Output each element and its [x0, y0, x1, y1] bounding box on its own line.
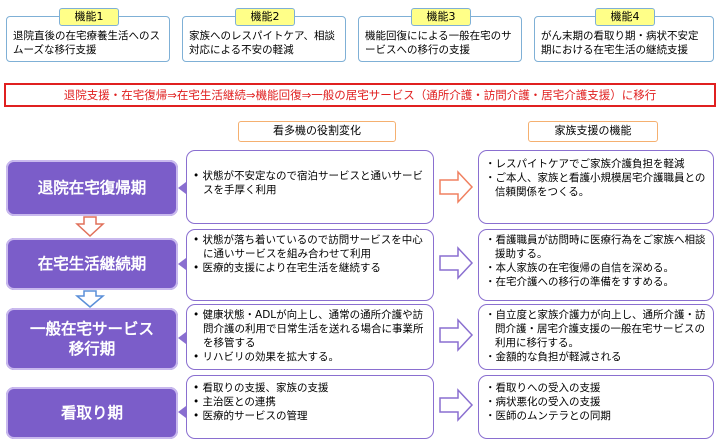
role-item: 健康状態・ADLが向上し、通常の通所介護や訪問介護の利用で日常生活を送れる場合に… — [193, 308, 427, 350]
family-item: 看取りへの受入の支援 — [485, 381, 707, 395]
family-box-4: 看取りへの受入の支援 病状悪化の受入の支援 医師のムンテラとの同期 — [478, 375, 714, 439]
family-item: 医師のムンテラとの同期 — [485, 409, 707, 423]
phase-title-4: 看取り期 — [6, 387, 178, 439]
phase-title-3: 一般在宅サービス移行期 — [6, 308, 178, 370]
column-head-family: 家族支援の機能 — [528, 121, 658, 142]
family-box-2: 看護職員が訪問時に医療行為をご家族へ相談援助する。 本人家族の在宅復帰の自信を深… — [478, 229, 714, 301]
role-item: 状態が不安定なので宿泊サービスと通いサービスを手厚く利用 — [193, 169, 427, 197]
family-item: 金額的な負担が軽減される — [485, 350, 707, 364]
right-arrow-icon — [439, 318, 474, 352]
role-box-2: 状態が落ち着いているので訪問サービスを中心に通いサービスを組み合わせて利用 医療… — [186, 229, 434, 301]
function-tab-3: 機能3 — [411, 8, 471, 26]
role-item: リハビリの効果を拡大する。 — [193, 350, 427, 364]
right-arrow-icon — [439, 246, 474, 280]
function-text-4: がん末期の看取り期・病状不安定期における在宅生活の継続支援 — [541, 30, 699, 56]
connector-arrow-icon — [178, 182, 186, 194]
family-item: 自立度と家族介護力が向上し、通所介護・訪問介護・居宅介護支援の一般在宅サービスの… — [485, 308, 707, 350]
function-text-3: 機能回復にによる一般在宅のサービスへの移行の支援 — [365, 30, 512, 56]
family-box-1: レスパイトケアでご家族介護負担を軽減 ご本人、家族と看護小規模居宅介護職員との信… — [478, 150, 714, 224]
flow-banner: 退院支援・在宅復帰⇒在宅生活継続⇒機能回復⇒一般の居宅サービス（通所介護・訪問介… — [4, 83, 716, 107]
connector-arrow-icon — [178, 406, 186, 418]
function-tab-1: 機能1 — [59, 8, 119, 26]
connector-arrow-icon — [178, 258, 186, 270]
role-box-1: 状態が不安定なので宿泊サービスと通いサービスを手厚く利用 — [186, 150, 434, 224]
role-item: 状態が落ち着いているので訪問サービスを中心に通いサービスを組み合わせて利用 — [193, 233, 427, 261]
function-text-2: 家族へのレスパイトケア、相談対応による不安の軽減 — [189, 30, 335, 56]
family-item: 在宅介護への移行の準備をすすめる。 — [485, 275, 707, 289]
family-item: ご本人、家族と看護小規模居宅介護職員との信頼関係をつくる。 — [485, 171, 707, 199]
family-item: 病状悪化の受入の支援 — [485, 395, 707, 409]
role-item: 看取りの支援、家族の支援 — [193, 381, 427, 395]
function-tab-4: 機能4 — [595, 8, 655, 26]
phase-title-1: 退院在宅復帰期 — [6, 160, 178, 216]
phase-title-2: 在宅生活継続期 — [6, 238, 178, 290]
down-arrow-icon — [74, 290, 106, 308]
family-item: レスパイトケアでご家族介護負担を軽減 — [485, 157, 707, 171]
right-arrow-icon — [439, 388, 474, 422]
function-box-1: 機能1 退院直後の在宅療養生活へのスムーズな移行支援 — [6, 8, 170, 62]
role-box-4: 看取りの支援、家族の支援 主治医との連携 医療的サービスの管理 — [186, 375, 434, 439]
function-text-1: 退院直後の在宅療養生活へのスムーズな移行支援 — [13, 30, 160, 56]
role-item: 医療的支援により在宅生活を継続する — [193, 261, 427, 275]
right-arrow-icon — [439, 170, 474, 204]
connector-arrow-icon — [178, 332, 186, 344]
family-item: 本人家族の在宅復帰の自信を深める。 — [485, 261, 707, 275]
function-tab-2: 機能2 — [235, 8, 295, 26]
function-box-4: 機能4 がん末期の看取り期・病状不安定期における在宅生活の継続支援 — [534, 8, 714, 62]
function-box-2: 機能2 家族へのレスパイトケア、相談対応による不安の軽減 — [182, 8, 346, 62]
column-head-role: 看多機の役割変化 — [238, 121, 396, 142]
family-item: 看護職員が訪問時に医療行為をご家族へ相談援助する。 — [485, 233, 707, 261]
function-box-3: 機能3 機能回復にによる一般在宅のサービスへの移行の支援 — [358, 8, 522, 62]
role-item: 主治医との連携 — [193, 395, 427, 409]
family-box-3: 自立度と家族介護力が向上し、通所介護・訪問介護・居宅介護支援の一般在宅サービスの… — [478, 304, 714, 370]
down-arrow-icon — [75, 216, 105, 238]
role-item: 医療的サービスの管理 — [193, 409, 427, 423]
role-box-3: 健康状態・ADLが向上し、通常の通所介護や訪問介護の利用で日常生活を送れる場合に… — [186, 304, 434, 370]
